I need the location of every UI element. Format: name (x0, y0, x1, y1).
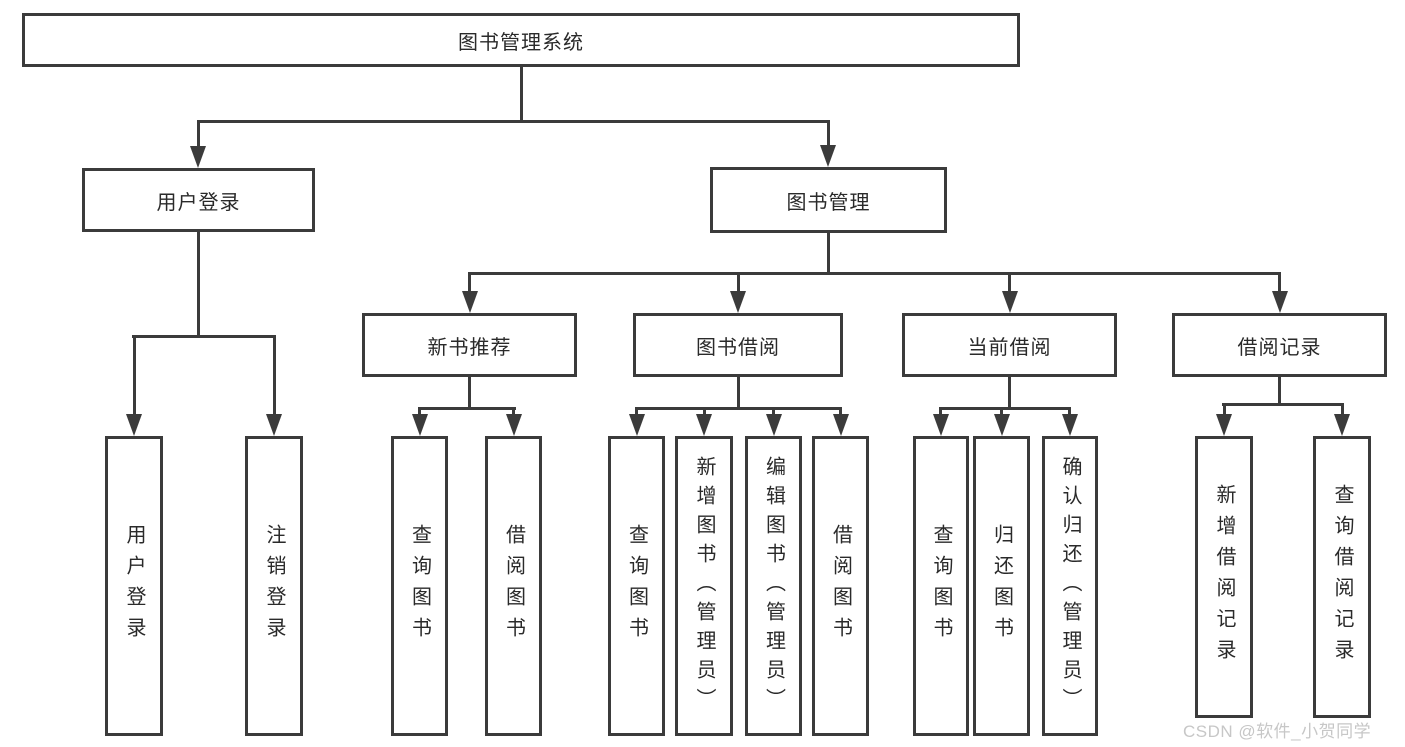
connector-line (635, 407, 638, 417)
connector-line (839, 407, 842, 417)
connector-line (197, 232, 200, 338)
leaf-records-add: 新增借阅记录 (1195, 436, 1253, 718)
connector-line (1278, 377, 1281, 406)
leaf-borrow-add-admin: 新增图书（管理员） (675, 436, 733, 736)
connector-line (827, 120, 830, 150)
connector-line (1341, 403, 1344, 417)
connector-line (1008, 377, 1011, 410)
node-user-login-label: 用户登录 (156, 191, 241, 214)
arrow-down-icon (696, 414, 712, 436)
leaf-borrow-query: 查询图书 (608, 436, 665, 736)
connector-line (1008, 272, 1011, 293)
connector-line (939, 407, 942, 417)
arrow-down-icon (126, 414, 142, 436)
connector-line (1000, 407, 1003, 417)
connector-line (1223, 403, 1226, 417)
node-book-mgmt-label: 图书管理 (786, 191, 871, 214)
connector-line (197, 120, 830, 123)
arrow-down-icon (1216, 414, 1232, 436)
arrow-down-icon (1002, 291, 1018, 313)
leaf-logout: 注销登录 (245, 436, 303, 736)
node-borrow-records-label: 借阅记录 (1237, 336, 1322, 359)
arrow-down-icon (1334, 414, 1350, 436)
connector-line (1222, 403, 1343, 406)
leaf-records-query: 查询借阅记录 (1313, 436, 1371, 718)
arrow-down-icon (462, 291, 478, 313)
arrow-down-icon (412, 414, 428, 436)
connector-line (772, 407, 775, 417)
leaf-current-query-label: 查询图书 (930, 524, 952, 648)
node-book-mgmt: 图书管理 (710, 167, 947, 233)
connector-line (418, 407, 516, 410)
arrow-down-icon (629, 414, 645, 436)
leaf-borrow-add-admin-label: 新增图书（管理员） (693, 455, 715, 717)
connector-line (703, 407, 706, 417)
connector-line (737, 377, 740, 410)
arrow-down-icon (506, 414, 522, 436)
connector-line (273, 335, 276, 416)
leaf-newbooks-borrow-label: 借阅图书 (502, 524, 525, 648)
connector-line (737, 272, 740, 293)
node-user-login: 用户登录 (82, 168, 315, 232)
leaf-newbooks-query: 查询图书 (391, 436, 448, 736)
leaf-logout-label: 注销登录 (263, 524, 285, 648)
leaf-borrow-book-label: 借阅图书 (829, 524, 852, 648)
arrow-down-icon (190, 146, 206, 168)
connector-line (1278, 272, 1281, 293)
connector-line (827, 233, 830, 275)
leaf-newbooks-query-label: 查询图书 (408, 524, 431, 648)
leaf-current-confirm-admin: 确认归还（管理员） (1042, 436, 1098, 736)
connector-line (939, 407, 1071, 410)
leaf-borrow-edit-admin: 编辑图书（管理员） (745, 436, 802, 736)
csdn-watermark: CSDN @软件_小贺同学 (1183, 722, 1372, 741)
node-current-borrow: 当前借阅 (902, 313, 1117, 377)
connector-line (133, 335, 136, 416)
leaf-borrow-edit-admin-label: 编辑图书（管理员） (762, 455, 785, 717)
arrow-down-icon (266, 414, 282, 436)
connector-line (1068, 407, 1071, 417)
node-current-borrow-label: 当前借阅 (967, 336, 1052, 359)
connector-line (468, 272, 471, 293)
arrow-down-icon (730, 291, 746, 313)
leaf-newbooks-borrow: 借阅图书 (485, 436, 542, 736)
leaf-records-add-label: 新增借阅记录 (1213, 484, 1235, 670)
connector-line (468, 272, 1281, 275)
node-borrow-records: 借阅记录 (1172, 313, 1387, 377)
arrow-down-icon (994, 414, 1010, 436)
leaf-current-query: 查询图书 (913, 436, 969, 736)
leaf-records-query-label: 查询借阅记录 (1331, 484, 1353, 670)
arrow-down-icon (1272, 291, 1288, 313)
arrow-down-icon (766, 414, 782, 436)
connector-line (132, 335, 275, 338)
connector-line (520, 67, 523, 123)
node-root-label: 图书管理系统 (458, 31, 584, 54)
arrow-down-icon (1062, 414, 1078, 436)
connector-line (512, 407, 515, 417)
connector-line (635, 407, 842, 410)
leaf-borrow-query-label: 查询图书 (625, 524, 648, 648)
connector-line (197, 120, 200, 150)
arrow-down-icon (833, 414, 849, 436)
leaf-current-confirm-admin-label: 确认归还（管理员） (1059, 455, 1081, 717)
connector-line (418, 407, 421, 417)
node-new-books: 新书推荐 (362, 313, 577, 377)
node-book-borrow-label: 图书借阅 (696, 336, 780, 359)
leaf-current-return-label: 归还图书 (990, 524, 1013, 648)
node-root: 图书管理系统 (22, 13, 1020, 67)
leaf-user-login-label: 用户登录 (123, 524, 145, 648)
leaf-user-login: 用户登录 (105, 436, 163, 736)
node-new-books-label: 新书推荐 (427, 336, 512, 359)
arrow-down-icon (820, 145, 836, 167)
connector-line (468, 377, 471, 410)
node-book-borrow: 图书借阅 (633, 313, 843, 377)
leaf-borrow-book: 借阅图书 (812, 436, 869, 736)
arrow-down-icon (933, 414, 949, 436)
leaf-current-return: 归还图书 (973, 436, 1030, 736)
